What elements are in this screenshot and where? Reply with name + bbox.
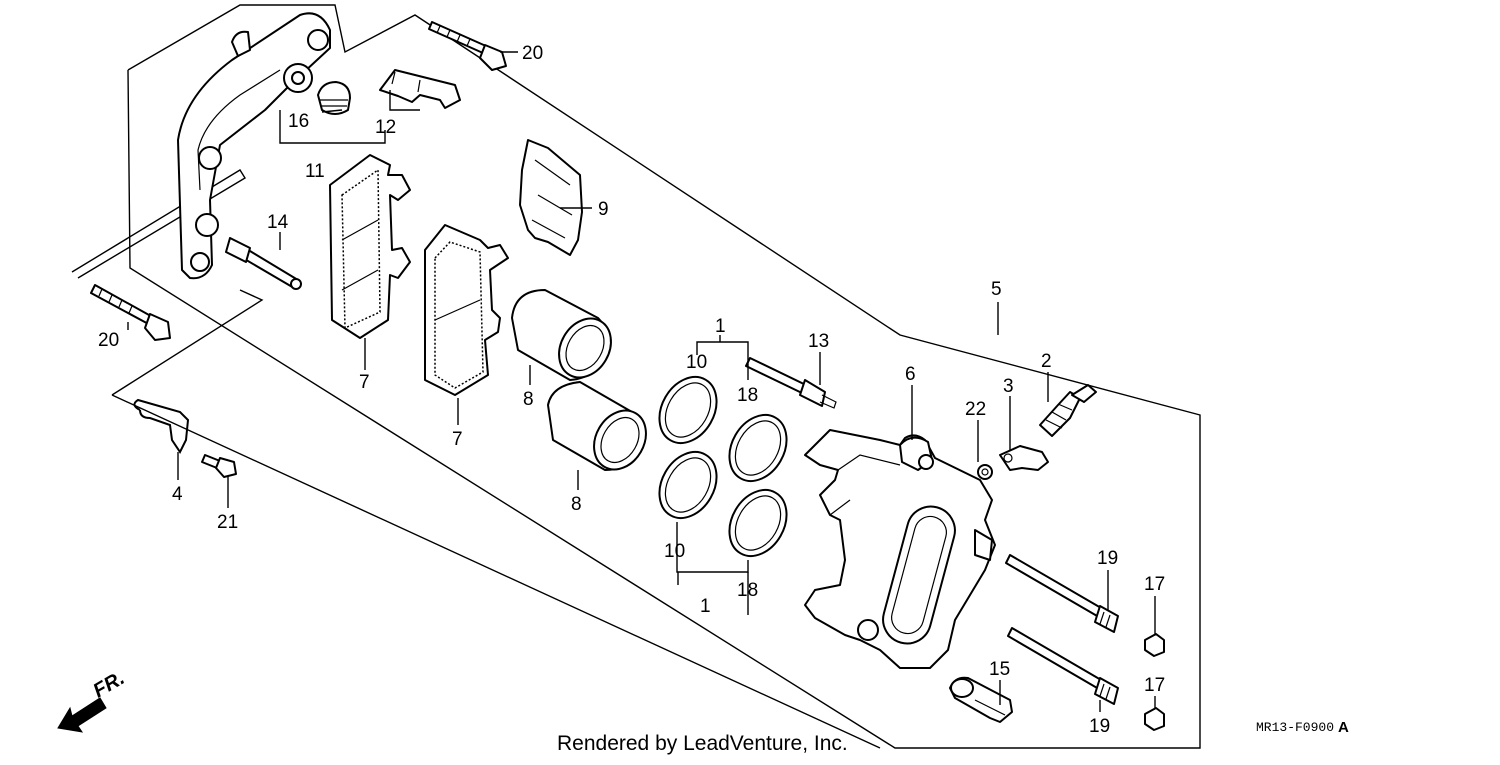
callout-14: 14: [267, 212, 289, 233]
callout-13: 13: [808, 331, 829, 352]
callout-15: 15: [989, 659, 1010, 680]
seal-part-18-upper: [728, 414, 788, 482]
front-direction-indicator: FR.: [57, 667, 129, 733]
callout-22: 22: [965, 399, 986, 420]
front-arrow-icon: [57, 697, 107, 733]
brake-pad-part-7-left: [329, 154, 411, 339]
pad-spring-part-9: [519, 139, 583, 256]
callout-4: 4: [172, 484, 183, 505]
callout-19-upper: 19: [1097, 548, 1118, 569]
callout-1-lower: 1: [700, 596, 711, 617]
callout-7-right: 7: [452, 429, 463, 450]
piston-part-8-lower: [547, 381, 647, 471]
bolt-part-20-left: [90, 284, 171, 341]
callout-2: 2: [1041, 351, 1052, 372]
callout-3: 3: [1003, 376, 1014, 397]
washer-part-22: [977, 464, 993, 480]
bolt-part-21: [201, 454, 237, 478]
piston-part-8-upper: [511, 289, 612, 381]
nut-part-17-lower: [1144, 707, 1165, 731]
callout-8-lower: 8: [571, 494, 582, 515]
boot-part-16: [317, 81, 351, 115]
diagram-code-suffix: A: [1338, 719, 1349, 736]
callout-17-upper: 17: [1144, 574, 1165, 595]
seal-part-18-lower: [728, 489, 788, 557]
callout-18-upper: 18: [737, 385, 758, 406]
callout-11: 11: [305, 161, 325, 182]
retaining-clip-part-4: [133, 398, 190, 454]
bolt-part-20-top: [428, 21, 507, 71]
pin-part-13: [745, 357, 837, 409]
caliper-body-part-6: [804, 429, 996, 669]
bracket-group-outline: [127, 4, 1201, 749]
bleeder-cap-part-3: [999, 445, 1049, 471]
front-label: FR.: [90, 667, 129, 702]
leader-lines: [127, 51, 1156, 712]
callout-1-upper: 1: [715, 316, 726, 337]
callout-9: 9: [598, 199, 609, 220]
left-assembly-outline: [71, 169, 246, 279]
callout-17-lower: 17: [1144, 675, 1165, 696]
seal-part-10-upper: [658, 376, 718, 444]
pin-part-14: [225, 237, 302, 290]
bolt-part-19-upper: [1005, 554, 1119, 633]
callout-5: 5: [991, 279, 1002, 300]
callout-labels: 20 16 12 11 9 14 20 7 7 8 8 1 10 18 13 1…: [98, 43, 1165, 737]
callout-10-lower: 10: [664, 541, 685, 562]
bleeder-valve-part-2: [1039, 384, 1097, 437]
callout-7-left: 7: [359, 372, 370, 393]
callout-16: 16: [288, 111, 309, 132]
bolt-part-19-lower: [1007, 627, 1119, 705]
bolt-part-15: [949, 676, 1013, 723]
render-credit: Rendered by LeadVenture, Inc.: [557, 732, 848, 755]
lower-outline: [111, 394, 881, 749]
callout-20-top: 20: [522, 43, 543, 64]
callout-6: 6: [905, 364, 916, 385]
caliper-bracket: [177, 12, 331, 280]
callout-8-upper: 8: [523, 389, 534, 410]
pad-retainer-part-12: [379, 69, 461, 109]
washer-hole: [981, 468, 989, 476]
callout-19-lower: 19: [1089, 716, 1110, 737]
brake-pad-part-7-right: [424, 224, 509, 396]
callout-20-left: 20: [98, 330, 119, 351]
callout-18-lower: 18: [737, 580, 758, 601]
callout-12: 12: [375, 117, 396, 138]
callout-10-upper: 10: [686, 352, 707, 373]
diagram-code: MR13-F0900: [1256, 720, 1334, 735]
nut-part-17-upper: [1144, 633, 1165, 657]
seal-part-10-lower: [658, 451, 718, 519]
callout-21: 21: [217, 512, 238, 533]
clip-outline: [111, 289, 264, 396]
